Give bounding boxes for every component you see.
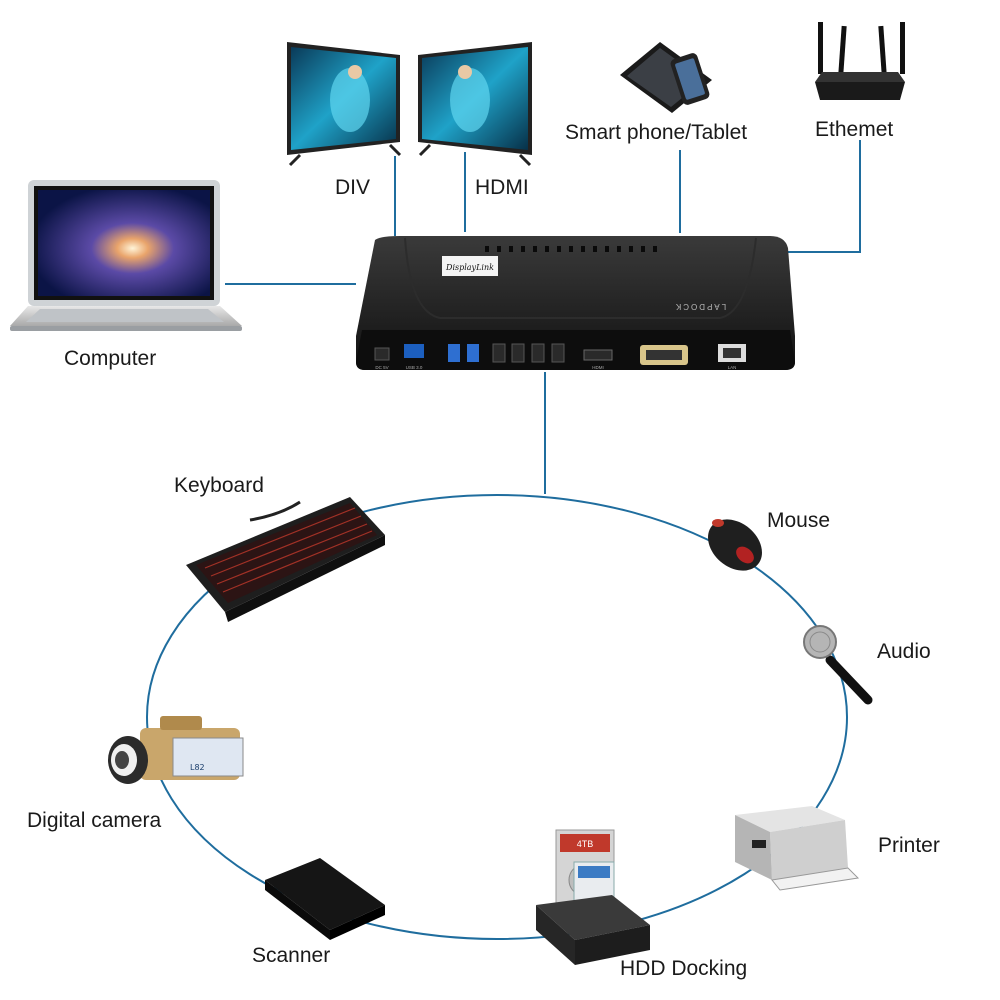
mouse-icon bbox=[708, 519, 762, 571]
hdd-capacity-text: 4TB bbox=[577, 839, 594, 849]
laptop-icon bbox=[10, 180, 242, 331]
dock-ports bbox=[374, 343, 746, 365]
usb3-port-3 bbox=[467, 344, 479, 362]
dc-port bbox=[374, 347, 390, 361]
usb2-port-2 bbox=[511, 343, 525, 363]
connector-lines bbox=[146, 140, 861, 940]
dvi-monitor bbox=[287, 42, 402, 167]
displaylink-badge-text: DisplayLink bbox=[445, 263, 494, 272]
label-mouse: Mouse bbox=[767, 509, 830, 532]
label-audio: Audio bbox=[877, 640, 931, 663]
label-scanner: Scanner bbox=[252, 944, 330, 967]
hdmi-monitor bbox=[418, 42, 532, 167]
usb3-port-1 bbox=[404, 344, 424, 358]
scanner-icon bbox=[265, 858, 385, 940]
hdmi-port bbox=[583, 349, 613, 361]
label-dvi: DIV bbox=[335, 176, 370, 199]
label-smartphone-tablet: Smart phone/Tablet bbox=[565, 121, 747, 144]
usb3-port-2 bbox=[448, 344, 460, 362]
label-hdmi: HDMI bbox=[475, 176, 529, 199]
docking-station: DisplayLink LAPDOCK DC 5V USB 3.0 HDMI L… bbox=[356, 236, 795, 370]
usb2-port-4 bbox=[551, 343, 565, 363]
microphone-icon bbox=[803, 625, 873, 705]
port-label-dc: DC 5V bbox=[375, 365, 388, 370]
label-ethernet: Ethemet bbox=[815, 118, 893, 141]
usb2-port-3 bbox=[531, 343, 545, 363]
label-printer: Printer bbox=[878, 834, 940, 857]
displaylink-badge bbox=[442, 256, 498, 276]
label-computer: Computer bbox=[64, 347, 156, 370]
port-label-lan: LAN bbox=[728, 365, 737, 370]
printer-icon bbox=[735, 806, 860, 891]
router-icon bbox=[815, 22, 905, 100]
vent-slots bbox=[485, 246, 657, 252]
label-digital-camera: Digital camera bbox=[27, 809, 162, 832]
tablet-phone-icon bbox=[620, 42, 712, 113]
dock-model-text: LAPDOCK bbox=[674, 302, 726, 311]
usb2-port-1 bbox=[492, 343, 506, 363]
line-ethernet bbox=[783, 140, 861, 253]
camera-screen-text: L82 bbox=[190, 763, 205, 772]
peripheral-ring bbox=[146, 494, 848, 940]
keyboard-icon bbox=[186, 497, 385, 622]
camcorder-icon: L82 bbox=[108, 716, 244, 784]
label-hdd-docking: HDD Docking bbox=[620, 957, 747, 980]
label-keyboard: Keyboard bbox=[174, 474, 264, 497]
hdd-docking-icon: 4TB bbox=[536, 829, 650, 965]
port-label-hdmi: HDMI bbox=[592, 365, 604, 370]
port-label-usb3: USB 3.0 bbox=[406, 365, 423, 370]
